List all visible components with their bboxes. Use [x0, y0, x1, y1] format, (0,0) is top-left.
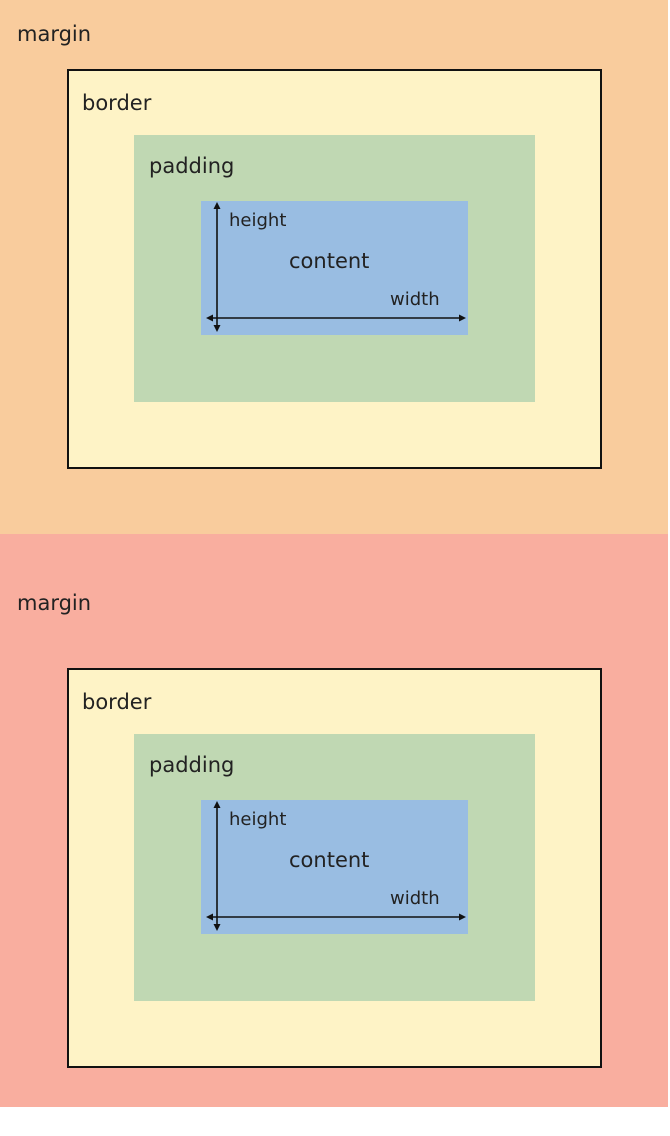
dimension-arrows [206, 202, 466, 332]
border-area: border padding height [67, 668, 602, 1068]
border-area: border padding height [67, 69, 602, 469]
width-arrow-head-left [206, 314, 213, 322]
content-area: height content width [201, 201, 468, 335]
width-arrow-head-left [206, 913, 213, 921]
height-label: height [229, 809, 287, 830]
margin-label: margin [17, 591, 92, 615]
content-label: content [289, 249, 370, 273]
padding-label: padding [149, 154, 235, 178]
border-label: border [82, 690, 152, 714]
box-model-diagram-bottom: margin border padding [0, 534, 668, 1107]
padding-area: padding height content [134, 734, 535, 1001]
width-arrow-head-right [459, 913, 466, 921]
height-label: height [229, 210, 287, 231]
content-area: height content width [201, 800, 468, 934]
content-label: content [289, 848, 370, 872]
height-arrow-head-top [213, 801, 221, 808]
padding-area: padding height content [134, 135, 535, 402]
box-model-diagram-top: margin border padding [0, 0, 668, 534]
border-label: border [82, 91, 152, 115]
height-arrow-head-bottom [213, 924, 221, 931]
height-arrow-head-bottom [213, 325, 221, 332]
height-arrow-head-top [213, 202, 221, 209]
width-arrow-head-right [459, 314, 466, 322]
width-label: width [390, 888, 440, 909]
padding-label: padding [149, 753, 235, 777]
width-label: width [390, 289, 440, 310]
dimension-arrows [206, 801, 466, 931]
margin-label: margin [17, 22, 92, 46]
